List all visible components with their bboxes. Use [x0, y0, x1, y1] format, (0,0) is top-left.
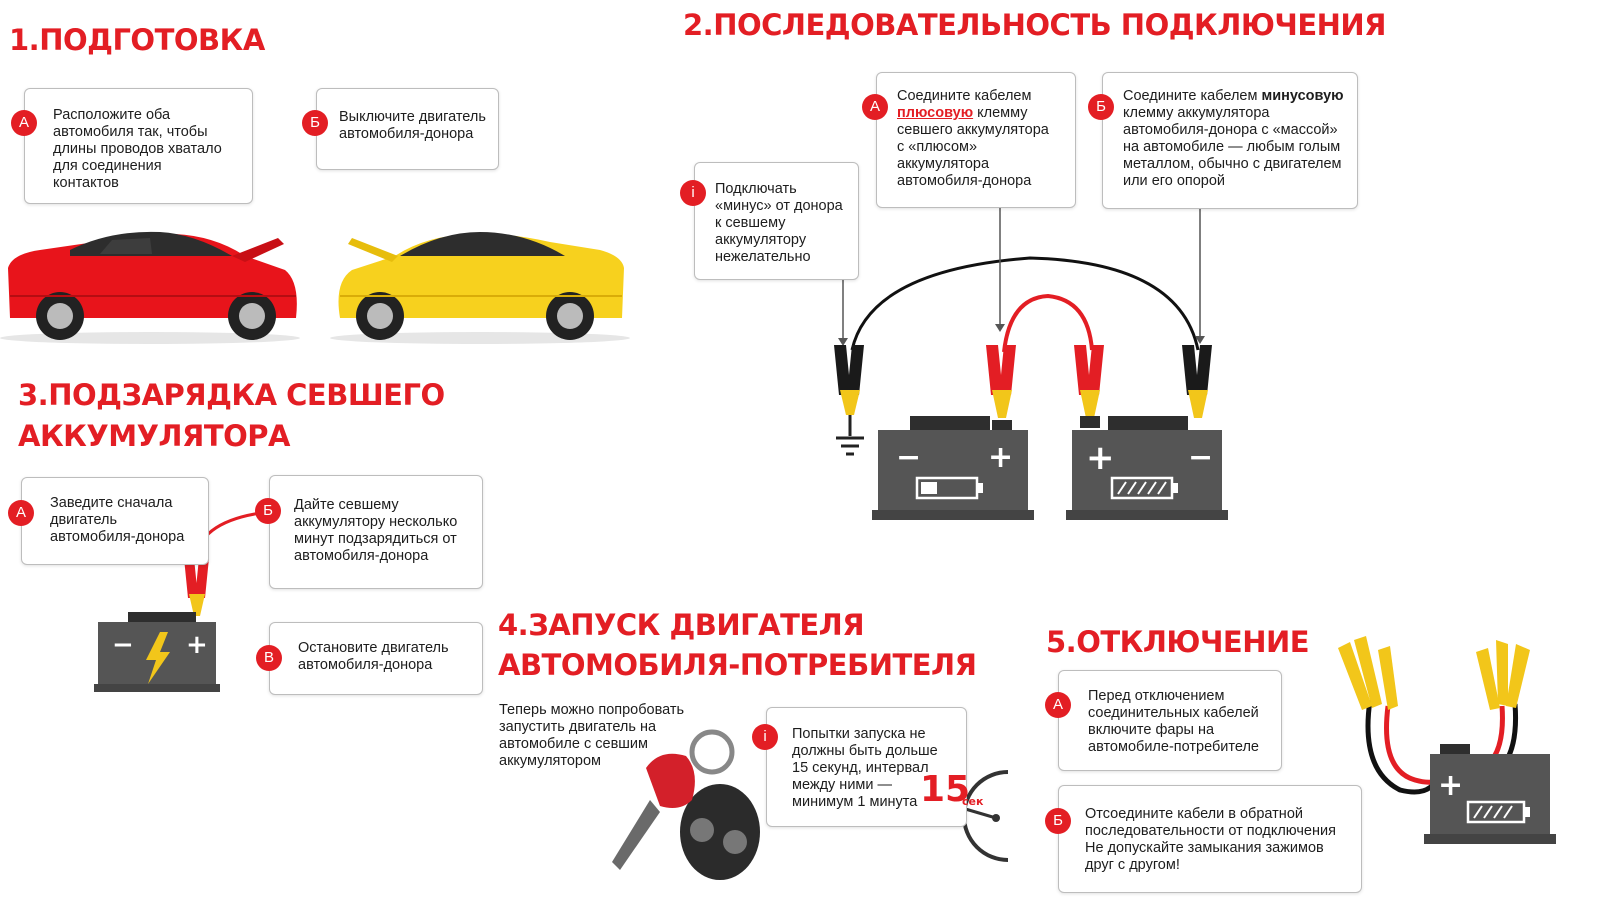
step-2a-after-highlight: клемму: [973, 105, 1028, 121]
step-2-info-card: Подключать «минус» от донора к севшему а…: [694, 162, 859, 280]
section-4-title-line1: 4.ЗАПУСК ДВИГАТЕЛЯ: [498, 608, 865, 642]
step-2b-prefix: Соедините кабелем: [1123, 88, 1262, 104]
step-5a-text: Перед отключением соединительных кабелей…: [1088, 688, 1259, 755]
battery-plus-sign: +: [1086, 438, 1115, 478]
yellow-car-icon: [330, 232, 630, 344]
charging-battery-icon: [94, 510, 269, 692]
section-3-title-line2: АККУМУЛЯТОРА: [18, 419, 290, 453]
info-icon: i: [680, 180, 706, 206]
step-2a-badge: А: [862, 94, 888, 120]
section-3-title-line1: 3.ПОДЗАРЯДКА СЕВШЕГО: [18, 378, 445, 412]
step-3c-card: Остановите двигатель автомобиля-донора: [269, 622, 483, 695]
step-1b-card: Выключите двигатель автомобиля-донора: [316, 88, 499, 170]
car-key-icon: [612, 729, 760, 880]
step-2b-badge: Б: [1088, 94, 1114, 120]
connection-diagram: [834, 208, 1228, 520]
battery-minus-sign: −: [896, 440, 922, 475]
black-clamp-icon: [1182, 345, 1212, 418]
step-2-info-text: Подключать «минус» от донора к севшему а…: [715, 181, 843, 265]
step-1a-card: Расположите оба автомобиля так, чтобы дл…: [24, 88, 253, 204]
black-clamp-icon: [834, 345, 864, 456]
step-5b-card: Отсоедините кабели в обратной последоват…: [1058, 785, 1362, 893]
step-3c-text: Остановите двигатель автомобиля-донора: [298, 640, 449, 673]
disconnected-cables-icon: [1338, 636, 1556, 844]
step-3b-card: Дайте севшему аккумулятору несколько мин…: [269, 475, 483, 589]
step-3a-text: Заведите сначала двигатель автомобиля-до…: [50, 495, 185, 545]
step-3a-card: Заведите сначала двигатель автомобиля-до…: [21, 477, 209, 565]
step-3b-badge: Б: [255, 498, 281, 524]
step-2b-card: Соедините кабелем минусовую клемму аккум…: [1102, 72, 1358, 209]
step-1a-text: Расположите оба автомобиля так, чтобы дл…: [53, 107, 222, 191]
red-clamp-icon: [1074, 345, 1104, 418]
step-5b-text: Отсоедините кабели в обратной последоват…: [1085, 806, 1336, 873]
step-3c-badge: В: [256, 645, 282, 671]
battery-plus-sign: +: [186, 630, 208, 660]
step-5b-badge: Б: [1045, 808, 1071, 834]
step-2a-card: Соедините кабелем плюсовую клемму севшег…: [876, 72, 1076, 208]
battery-minus-sign: −: [1188, 440, 1214, 475]
battery-plus-sign: +: [1438, 768, 1464, 803]
battery-plus-sign: +: [988, 440, 1014, 475]
step-3b-text: Дайте севшему аккумулятору несколько мин…: [294, 497, 458, 564]
step-4-intro-text: Теперь можно попробовать запустить двига…: [499, 702, 685, 769]
red-clamp-icon: [986, 345, 1016, 418]
step-1b-text: Выключите двигатель автомобиля-донора: [339, 109, 486, 142]
section-5-title: 5.ОТКЛЮЧЕНИЕ: [1046, 625, 1310, 659]
section-4-title-line2: АВТОМОБИЛЯ-ПОТРЕБИТЕЛЯ: [498, 648, 977, 682]
step-4-info-text: Попытки запуска не должны быть дольше 15…: [792, 726, 938, 810]
step-2a-rest: севшего аккумулятора с «плюсом» аккумуля…: [897, 122, 1049, 189]
step-2b-rest: клемму аккумулятора автомобиля-донора с …: [1123, 105, 1342, 189]
timer-value: 15: [920, 769, 971, 810]
step-4-info-card: Попытки запуска не должны быть дольше 15…: [766, 707, 967, 827]
timer-unit: сек: [962, 795, 984, 808]
step-1a-badge: А: [11, 110, 37, 136]
step-2a-line1: Соедините кабелем: [897, 88, 1032, 104]
step-2a-highlight: плюсовую: [897, 105, 974, 121]
step-1b-badge: Б: [302, 110, 328, 136]
step-2b-bold-word: минусовую: [1261, 88, 1344, 104]
section-1-title: 1.ПОДГОТОВКА: [9, 23, 265, 57]
donor-battery-icon: [1066, 416, 1228, 520]
battery-minus-sign: −: [112, 630, 134, 660]
discharged-battery-icon: [872, 416, 1034, 520]
step-5a-card: Перед отключением соединительных кабелей…: [1058, 670, 1282, 771]
step-5a-badge: А: [1045, 692, 1071, 718]
info-icon: i: [752, 724, 778, 750]
red-car-icon: [0, 231, 300, 344]
section-2-title: 2.ПОСЛЕДОВАТЕЛЬНОСТЬ ПОДКЛЮЧЕНИЯ: [683, 8, 1387, 42]
step-2b-text: Соедините кабелем минусовую клемму аккум…: [1123, 88, 1344, 190]
step-2a-text: Соедините кабелем плюсовую клемму севшег…: [897, 88, 1049, 190]
step-3a-badge: А: [8, 500, 34, 526]
